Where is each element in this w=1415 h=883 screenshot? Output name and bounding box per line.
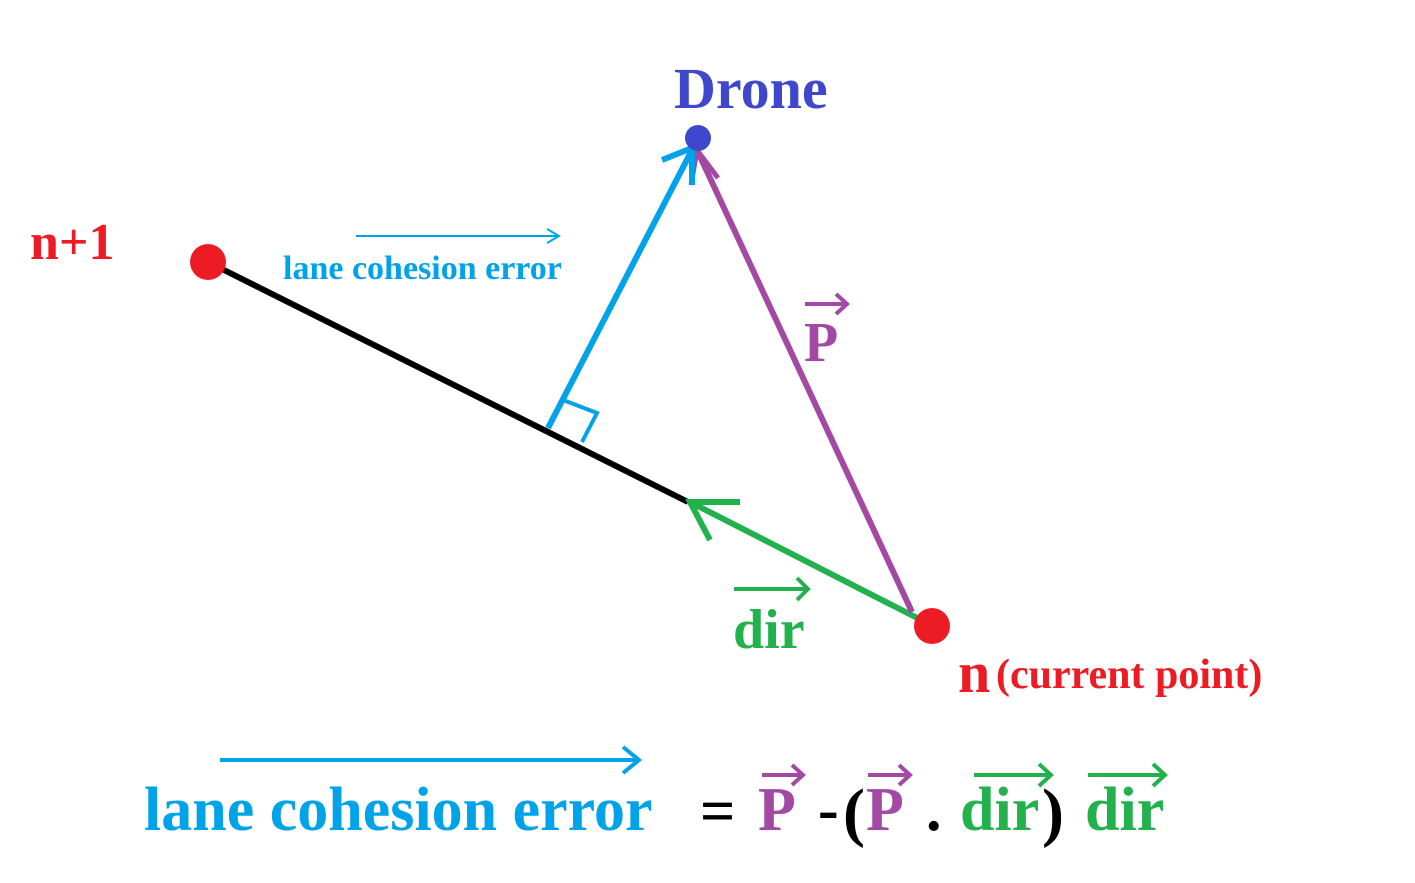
error-label-arrowhead	[546, 228, 561, 244]
right-angle-marker	[562, 398, 600, 443]
current-point-note: (current point)	[996, 652, 1262, 698]
point-n-current	[914, 608, 950, 644]
eq-lhs-arrowhead	[621, 745, 643, 775]
lane-cohesion-error-arrow	[545, 148, 695, 430]
eq-dir1-arrowhead	[1037, 762, 1054, 788]
eq-close-paren: )	[1042, 776, 1064, 849]
drone-label: Drone	[674, 56, 828, 121]
eq-p1-arrowhead	[790, 763, 806, 787]
eq-p1: P	[758, 776, 796, 844]
eq-p2: P	[866, 776, 904, 844]
n-plus-1-label: n+1	[30, 214, 115, 271]
point-n-plus-1	[190, 244, 226, 280]
eq-lhs: lane cohesion error	[144, 776, 653, 844]
p-vector-arrow	[694, 148, 915, 614]
p-label: P	[804, 312, 838, 374]
eq-equals: =	[700, 778, 735, 846]
dir-label: dir	[733, 599, 805, 661]
eq-minus: -	[818, 776, 839, 844]
error-small-label: lane cohesion error	[283, 250, 562, 287]
eq-dir2-arrowhead	[1151, 762, 1168, 788]
dir-label-arrowhead	[795, 576, 811, 602]
p-label-arrowhead	[834, 292, 850, 316]
eq-dir1: dir	[960, 776, 1039, 844]
dir-vector-arrow	[688, 499, 933, 628]
eq-p2-arrowhead	[897, 763, 913, 787]
dir-arrowhead	[685, 499, 740, 542]
n-label: n	[958, 640, 990, 705]
eq-dir2: dir	[1085, 776, 1164, 844]
drone-point	[685, 125, 711, 151]
lane-segment	[206, 259, 690, 505]
eq-dot: .	[926, 776, 942, 844]
eq-open-paren: (	[843, 776, 865, 849]
